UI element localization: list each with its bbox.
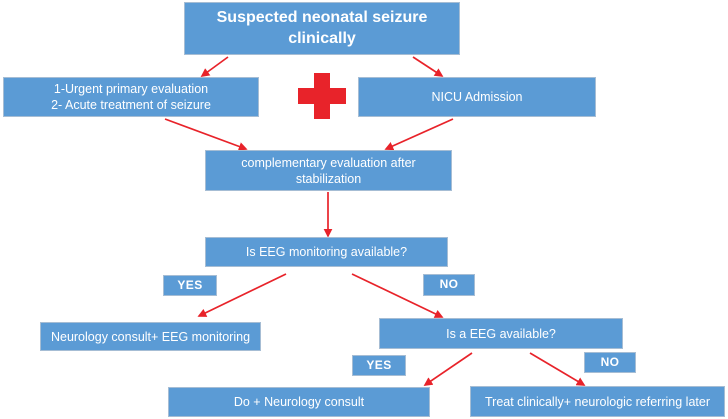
node-suspected-neonatal-seizure[interactable]: Suspected neonatal seizure clinically (184, 2, 460, 55)
connector-eeg-available-q-to-treat-clinically (529, 352, 586, 386)
node-complementary-evaluation[interactable]: complementary evaluation after stabiliza… (205, 150, 452, 191)
connector-nicu-to-complementary (384, 118, 454, 151)
connector-title-to-nicu (412, 56, 444, 77)
connector-eeg-available-q-to-do-neuro-consult (423, 352, 473, 386)
decision-label-no-2[interactable]: NO (584, 352, 636, 373)
node-nicu-admission[interactable]: NICU Admission (358, 77, 596, 117)
connector-title-to-urgent-eval (200, 56, 229, 78)
node-neurology-consult-eeg-monitoring[interactable]: Neurology consult+ EEG monitoring (40, 322, 261, 351)
medical-cross-icon (295, 70, 349, 122)
node-is-a-eeg-available[interactable]: Is a EEG available? (379, 318, 623, 349)
node-urgent-primary-evaluation[interactable]: 1-Urgent primary evaluation 2- Acute tre… (3, 77, 259, 117)
node-treat-clinically-neurologic-referring-later[interactable]: Treat clinically+ neurologic referring l… (470, 386, 725, 417)
connector-urgent-eval-to-complementary (164, 118, 248, 151)
decision-label-yes-1[interactable]: YES (163, 275, 217, 296)
decision-label-yes-2[interactable]: YES (352, 355, 406, 376)
node-is-eeg-monitoring-available[interactable]: Is EEG monitoring available? (205, 237, 448, 267)
node-do-neurology-consult[interactable]: Do + Neurology consult (168, 387, 430, 417)
decision-label-no-1[interactable]: NO (423, 274, 475, 296)
